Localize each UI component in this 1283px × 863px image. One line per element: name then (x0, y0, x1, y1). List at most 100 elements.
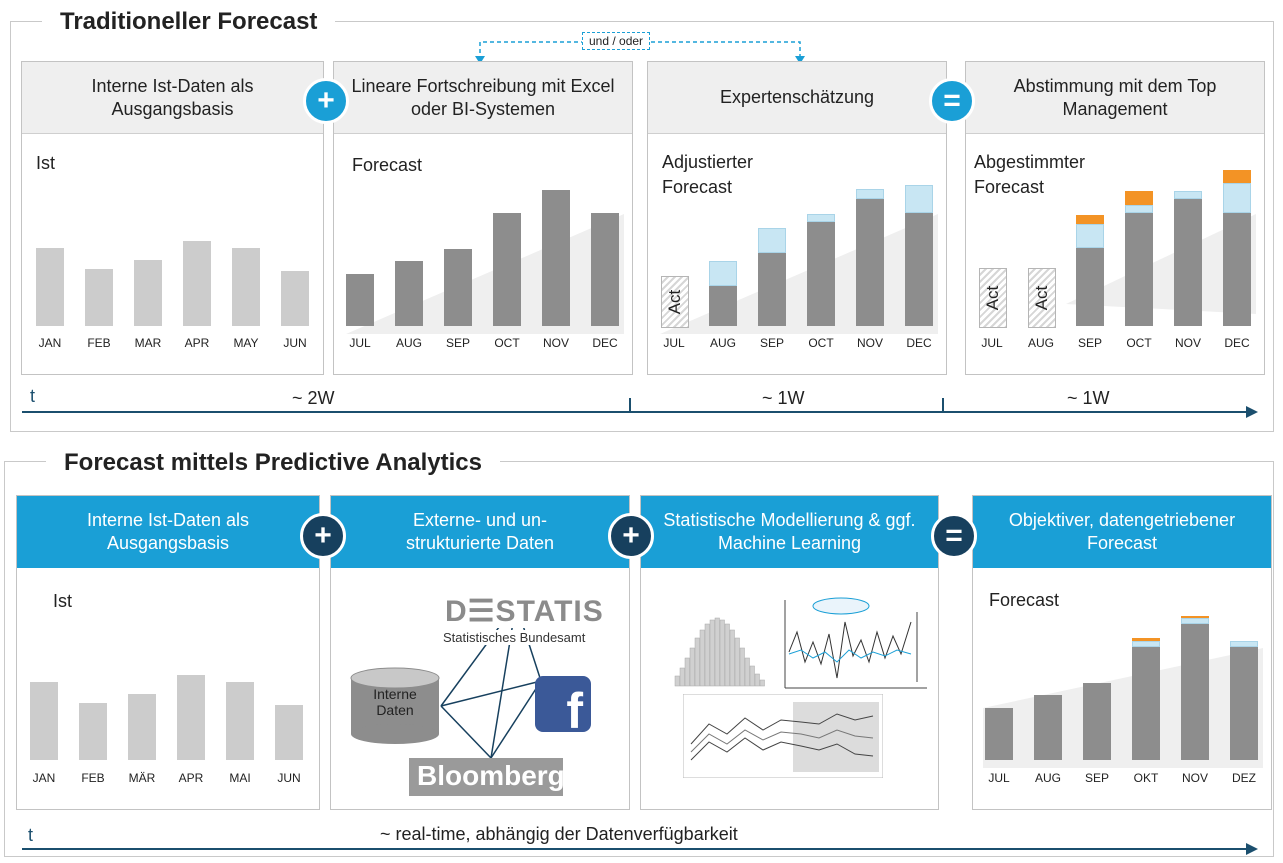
bar-adjustment (709, 261, 737, 286)
traditional-section-frame (10, 21, 1274, 432)
pred-panel-objektiv-header: Objektiver, datengetriebener Forecast (973, 496, 1271, 568)
pred-panel-ist-header: Interne Ist-Daten als Ausgangsbasis (17, 496, 319, 568)
trad-duration-1: ~ 2W (292, 388, 335, 408)
predictive-section-title: Forecast mittels Predictive Analytics (46, 449, 500, 477)
month-label: MAI (229, 771, 251, 785)
month-label: MAR (134, 336, 162, 350)
month-label: JAN (32, 771, 56, 785)
bar (1174, 199, 1202, 326)
bar-adjustment (1132, 641, 1160, 647)
traditional-section-title: Traditioneller Forecast (42, 8, 336, 36)
month-label: OKT (1133, 771, 1159, 785)
act-label: Act (665, 289, 684, 315)
trad-timeline-tick-1 (629, 398, 631, 412)
act-placeholder: Act (979, 268, 1007, 328)
bar (709, 286, 737, 326)
pred-panel-modellierung: Statistische Modellierung & ggf. Machine… (640, 495, 939, 810)
bar (1230, 647, 1258, 760)
bar-adjustment (856, 189, 884, 199)
bar (36, 248, 64, 326)
trad-panel-linear-label: Forecast (352, 155, 423, 175)
pred-panel-ist: Interne Ist-Daten als Ausgangsbasis Ist … (16, 495, 320, 810)
trad-timeline-tick-2 (942, 398, 944, 412)
bar (281, 271, 309, 326)
bar (183, 241, 211, 326)
bar-adjustment (1174, 191, 1202, 199)
plus-icon: + (608, 513, 654, 559)
trad-panel-experten-label-2: Forecast (662, 177, 733, 197)
month-label: AUG (395, 336, 422, 350)
trad-time-label: t (30, 386, 36, 406)
act-placeholder: Act (661, 276, 689, 328)
month-label: JUL (981, 336, 1003, 350)
time-series-image (771, 592, 931, 702)
month-label: NOV (1181, 771, 1208, 785)
bar (1034, 695, 1062, 760)
bar-management (1181, 616, 1209, 618)
bar (177, 675, 205, 760)
trad-panel-experten-header: Expertenschätzung (648, 62, 946, 134)
bar-adjustment (1125, 205, 1153, 213)
pred-panel-modellierung-header: Statistische Modellierung & ggf. Machine… (641, 496, 938, 568)
bar (444, 249, 472, 326)
bar-adjustment (1076, 224, 1104, 248)
bar (1125, 213, 1153, 326)
facebook-icon: f (535, 676, 591, 732)
act-label: Act (1032, 285, 1051, 311)
forecast-line-chart-image (683, 694, 883, 778)
pred-panel-externe: Externe- und un-strukturierte Daten D☰ST… (330, 495, 630, 810)
bloomberg-logo: Bloomberg (409, 758, 565, 796)
month-label: APR (178, 771, 204, 785)
bar (807, 222, 835, 326)
equals-icon: = (929, 78, 975, 124)
bar (1181, 624, 1209, 760)
month-label: AUG (1034, 771, 1061, 785)
bar (128, 694, 156, 760)
plus-icon: + (303, 78, 349, 124)
trad-duration-2: ~ 1W (762, 388, 805, 408)
trad-panel-linear-header: Lineare Fortschreibung mit Excel oder BI… (334, 62, 632, 134)
month-label: APR (184, 336, 210, 350)
trad-panel-abstimmung-label-2: Forecast (974, 177, 1045, 197)
trad-panel-ist: Interne Ist-Daten als Ausgangsbasis Ist … (21, 61, 324, 375)
bar-adjustment (1223, 183, 1251, 213)
bar (1083, 683, 1111, 760)
month-label: DEC (906, 336, 932, 350)
bar (134, 260, 162, 326)
month-label: AUG (709, 336, 736, 350)
database-cylinder-icon (350, 667, 440, 744)
month-label: NOV (1174, 336, 1201, 350)
month-label: FEB (87, 336, 111, 350)
month-label: OCT (808, 336, 834, 350)
month-label: SEP (1084, 771, 1109, 785)
month-label: JUN (277, 771, 301, 785)
trad-panel-abstimmung: Abstimmung mit dem Top Management Abgest… (965, 61, 1265, 375)
bar (79, 703, 107, 760)
trad-abstimmung-trend-wedge (1066, 214, 1256, 314)
bar (856, 199, 884, 326)
month-label: JAN (38, 336, 62, 350)
interne-daten-label: Interne Daten (373, 686, 417, 718)
month-label: MÄR (128, 771, 156, 785)
pred-panel-objektiv-label: Forecast (989, 590, 1060, 610)
bar-adjustment (1181, 618, 1209, 624)
act-label: Act (983, 285, 1002, 311)
predictive-section-frame (4, 461, 1274, 857)
bar (758, 253, 786, 326)
bar (985, 708, 1013, 760)
bar (275, 705, 303, 760)
month-label: DEC (1224, 336, 1250, 350)
month-label: SEP (759, 336, 784, 350)
histogram-image (674, 617, 765, 687)
bar (226, 682, 254, 760)
trad-timeline-arrow (22, 406, 1258, 418)
trad-panel-ist-label: Ist (36, 153, 56, 173)
trad-panel-ist-header: Interne Ist-Daten als Ausgangsbasis (22, 62, 323, 134)
bar-management (1076, 215, 1104, 224)
destatis-logo: D☰STATIS (445, 595, 604, 628)
bar (493, 213, 521, 326)
bar (1132, 647, 1160, 760)
pred-time-label: t (28, 825, 34, 845)
month-label: JUL (349, 336, 371, 350)
bar-adjustment (758, 228, 786, 253)
